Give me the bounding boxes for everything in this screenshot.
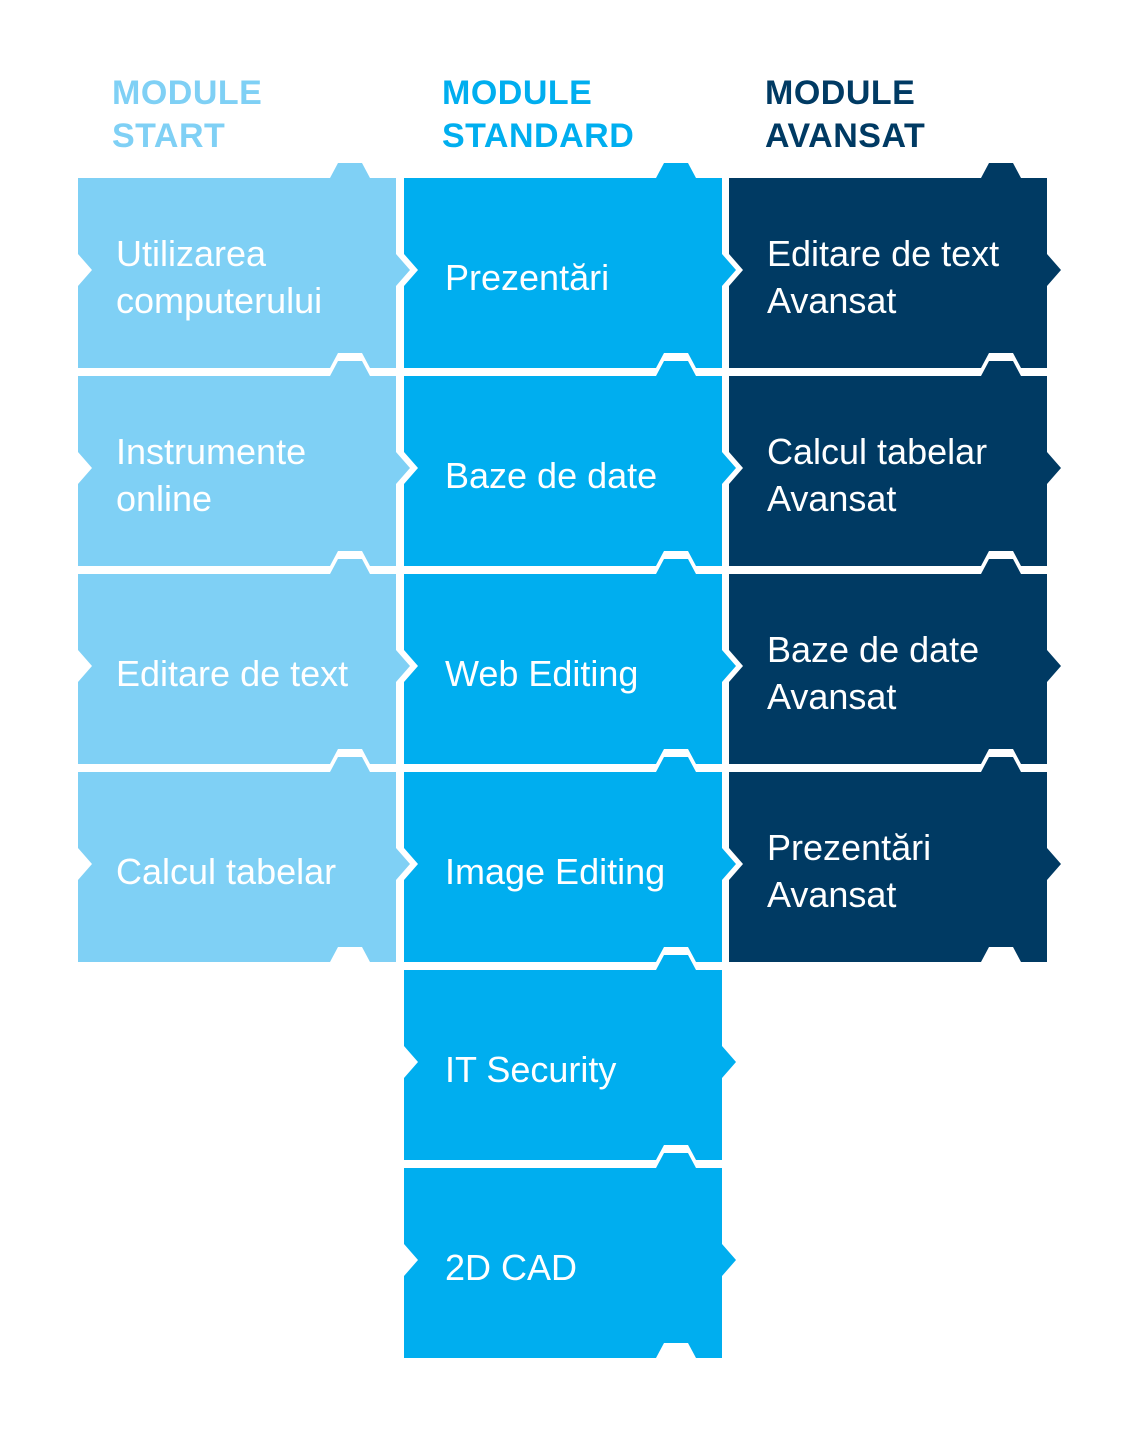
column-standard-header-line-1: MODULE bbox=[442, 74, 593, 112]
puzzle-piece-fill bbox=[78, 559, 410, 764]
puzzle-piece-shape bbox=[404, 757, 736, 962]
module-tile: Baze de date bbox=[404, 361, 736, 588]
puzzle-piece-fill bbox=[78, 163, 410, 368]
puzzle-piece-shape bbox=[404, 361, 736, 566]
module-label: 2D CAD bbox=[445, 1246, 578, 1288]
puzzle-piece-shape bbox=[78, 757, 410, 962]
module-label: Utilizarea computerului bbox=[116, 233, 323, 321]
module-label: Calcul tabelar Avansat bbox=[767, 431, 988, 519]
column-start-header-line-2: START bbox=[112, 117, 226, 155]
puzzle-piece-fill bbox=[404, 955, 736, 1160]
column-avansat-header-line-2: AVANSAT bbox=[765, 117, 926, 155]
module-tile: IT Security bbox=[404, 955, 736, 1182]
module-tile: Baze de date Avansat bbox=[729, 559, 1061, 786]
puzzle-piece-fill bbox=[404, 163, 736, 368]
puzzle-piece-shape bbox=[404, 559, 736, 764]
puzzle-piece-shape bbox=[404, 1153, 736, 1358]
puzzle-piece-fill bbox=[404, 1153, 736, 1358]
puzzle-piece-shape bbox=[78, 361, 410, 566]
module-tile: Instrumente online bbox=[78, 361, 410, 588]
module-tile: Editare de text bbox=[78, 559, 410, 786]
puzzle-piece-shape bbox=[729, 361, 1061, 566]
puzzle-piece-fill bbox=[78, 361, 410, 566]
module-tile: Editare de text Avansat bbox=[729, 163, 1061, 390]
puzzle-piece-fill bbox=[78, 757, 410, 962]
module-label: Instrumente online bbox=[116, 431, 307, 519]
module-tile: Utilizarea computerului bbox=[78, 163, 410, 390]
puzzle-piece-shape bbox=[78, 559, 410, 764]
module-label: Image Editing bbox=[445, 850, 666, 892]
module-label: Web Editing bbox=[445, 652, 639, 694]
module-label: IT Security bbox=[445, 1048, 617, 1090]
module-label: Baze de date bbox=[445, 454, 658, 496]
puzzle-piece-shape bbox=[729, 559, 1061, 764]
puzzle-piece-fill bbox=[404, 361, 736, 566]
puzzle-piece-fill bbox=[729, 757, 1061, 962]
puzzle-piece-fill bbox=[729, 361, 1061, 566]
puzzle-piece-fill bbox=[404, 757, 736, 962]
module-label: Prezentări bbox=[445, 256, 610, 298]
module-tile: 2D CAD bbox=[404, 1153, 736, 1380]
module-tile: Prezentări Avansat bbox=[729, 757, 1061, 984]
module-label: Editare de text Avansat bbox=[767, 233, 1000, 321]
module-tile: Web Editing bbox=[404, 559, 736, 786]
puzzle-piece-shape bbox=[729, 163, 1061, 368]
module-label: Prezentări Avansat bbox=[767, 827, 932, 915]
puzzle-piece-shape bbox=[78, 163, 410, 368]
column-start-header: MODULE START bbox=[112, 72, 402, 158]
module-label: Baze de date Avansat bbox=[767, 629, 980, 717]
module-label: Editare de text bbox=[116, 652, 349, 694]
column-avansat-header-line-1: MODULE bbox=[765, 74, 916, 112]
puzzle-piece-fill bbox=[729, 559, 1061, 764]
module-tile: Calcul tabelar bbox=[78, 757, 410, 984]
module-tile: Prezentări bbox=[404, 163, 736, 390]
puzzle-piece-fill bbox=[729, 163, 1061, 368]
puzzle-piece-shape bbox=[404, 163, 736, 368]
column-standard-header-line-2: STANDARD bbox=[442, 117, 635, 155]
column-standard-header: MODULE STANDARD bbox=[442, 72, 732, 158]
puzzle-piece-shape bbox=[729, 757, 1061, 962]
column-start-header-line-1: MODULE bbox=[112, 74, 263, 112]
puzzle-piece-fill bbox=[404, 559, 736, 764]
module-label: Calcul tabelar bbox=[116, 850, 337, 892]
module-tile: Calcul tabelar Avansat bbox=[729, 361, 1061, 588]
module-tile: Image Editing bbox=[404, 757, 736, 984]
column-avansat-header: MODULE AVANSAT bbox=[765, 72, 1055, 158]
puzzle-piece-shape bbox=[404, 955, 736, 1160]
